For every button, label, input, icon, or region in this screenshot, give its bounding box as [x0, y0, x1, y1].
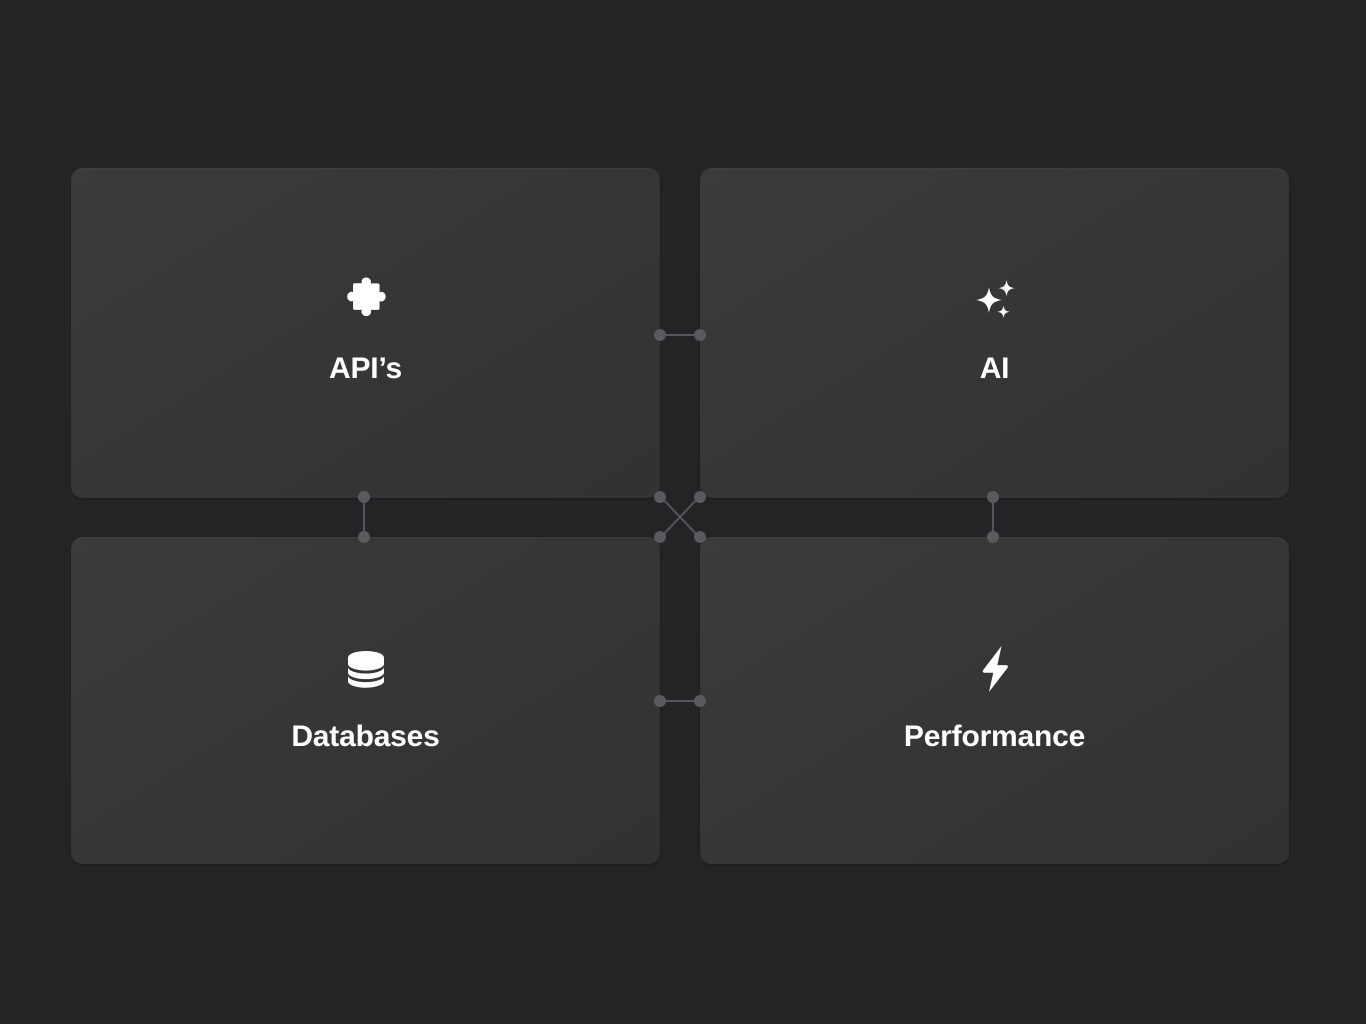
feature-card-label: Databases [291, 720, 440, 753]
feature-card-performance[interactable]: Performance [700, 537, 1289, 864]
feature-card-databases[interactable]: Databases [71, 537, 660, 864]
feature-card-label: Performance [903, 720, 1086, 753]
card-content: AI [700, 168, 1289, 384]
feature-card-label: AI [979, 352, 1010, 385]
feature-card-grid: API’s AI [71, 168, 1289, 864]
database-stack-icon [334, 637, 398, 701]
feature-card-ai[interactable]: AI [700, 168, 1289, 498]
feature-card-apis[interactable]: API’s [71, 168, 660, 498]
feature-card-label: API’s [329, 352, 402, 385]
card-content: Performance [700, 537, 1289, 752]
card-content: Databases [71, 537, 660, 752]
lightning-bolt-icon [963, 637, 1027, 701]
card-content: API’s [71, 168, 660, 384]
puzzle-piece-icon [334, 270, 398, 334]
sparkles-icon [963, 270, 1027, 334]
